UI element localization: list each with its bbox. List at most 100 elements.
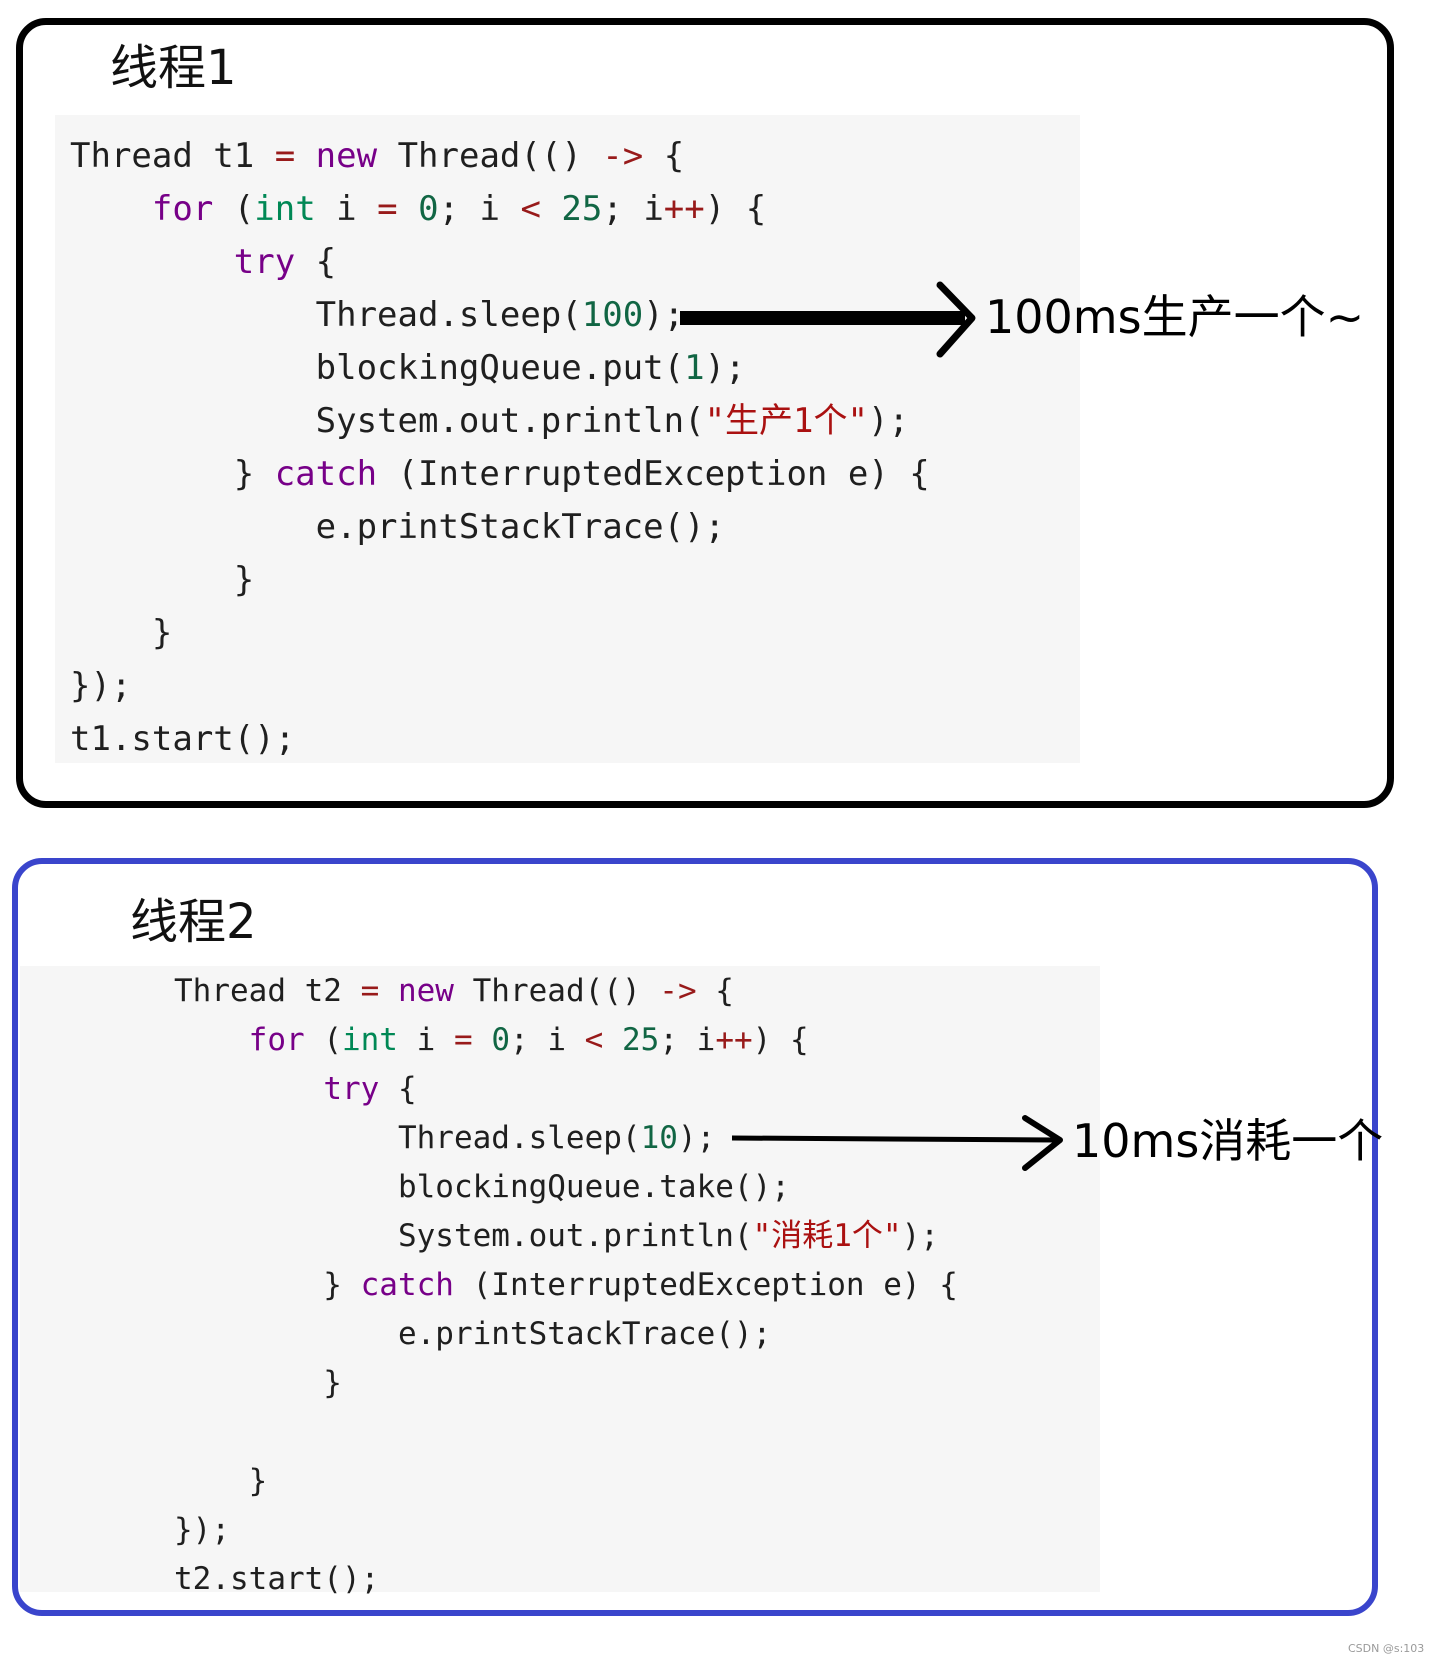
code-line: }); <box>174 1506 958 1555</box>
code-line: for (int i = 0; i < 25; i++) { <box>174 1016 958 1065</box>
code-line: e.printStackTrace(); <box>174 1310 958 1359</box>
thread2-code-background <box>20 966 1100 1592</box>
code-token: = <box>377 189 398 229</box>
code-token: { <box>696 973 734 1009</box>
code-line: } <box>70 607 930 660</box>
code-line: } <box>174 1457 958 1506</box>
code-token: { <box>643 136 685 176</box>
code-token: Thread(() <box>377 136 603 176</box>
code-token: = <box>453 1022 473 1058</box>
code-token: ( <box>304 1022 342 1058</box>
thread1-code-background <box>55 115 1080 763</box>
code-line: Thread t1 = new Thread(() -> { <box>70 130 930 183</box>
code-line: e.printStackTrace(); <box>70 501 930 554</box>
thread1-arrow-icon <box>680 281 976 358</box>
code-token: "生产1个" <box>704 401 868 441</box>
code-token: System.out.println( <box>174 1218 753 1254</box>
code-token: ; i <box>602 189 664 229</box>
thread1-annotation: 100ms生产一个~ <box>985 290 1365 344</box>
code-token: System.out.println( <box>70 401 705 441</box>
code-token: } <box>174 1463 268 1499</box>
code-token: 1 <box>684 348 705 388</box>
code-token: < <box>584 1022 604 1058</box>
code-token: = <box>274 136 296 176</box>
code-token: t2.start(); <box>174 1561 380 1597</box>
code-token: Thread.sleep( <box>70 295 582 335</box>
code-token: e.printStackTrace(); <box>70 507 726 547</box>
code-line: t2.start(); <box>174 1555 958 1604</box>
code-token: ); <box>867 401 909 441</box>
code-token: try <box>323 1071 380 1107</box>
code-token: < <box>520 189 541 229</box>
code-token: Thread(() <box>453 973 660 1009</box>
code-token: ) { <box>704 189 767 229</box>
code-token: -> <box>602 136 644 176</box>
code-token: catch <box>274 454 378 494</box>
code-token: ; i <box>510 1022 585 1058</box>
code-token: blockingQueue.put( <box>70 348 685 388</box>
code-token: } <box>174 1365 342 1401</box>
code-token: new <box>397 973 454 1009</box>
code-line: System.out.println("消耗1个"); <box>174 1212 958 1261</box>
code-token: (InterruptedException e) { <box>377 454 930 494</box>
code-token: int <box>254 189 316 229</box>
thread1-title: 线程1 <box>110 40 237 96</box>
code-token: i <box>397 1022 454 1058</box>
code-token: 10 <box>640 1120 678 1156</box>
thread1-frame <box>16 18 1394 808</box>
code-token: } <box>70 560 255 600</box>
code-token: new <box>315 136 378 176</box>
code-token: Thread.sleep( <box>174 1120 641 1156</box>
code-token: "消耗1个" <box>752 1218 902 1254</box>
thread1-code-block: Thread t1 = new Thread(() -> { for (int … <box>70 130 930 766</box>
thread2-annotation: 10ms消耗一个 <box>1072 1114 1384 1168</box>
code-token: }); <box>70 666 132 706</box>
thread2-title: 线程2 <box>130 894 257 950</box>
code-token: ; i <box>659 1022 716 1058</box>
code-token: 100 <box>581 295 644 335</box>
code-token: for <box>151 189 214 229</box>
code-token: e.printStackTrace(); <box>174 1316 772 1352</box>
code-line: t1.start(); <box>70 713 930 766</box>
code-line: try { <box>174 1065 958 1114</box>
code-token: (InterruptedException e) { <box>453 1267 958 1303</box>
code-token: } <box>70 454 275 494</box>
code-line: Thread.sleep(10); <box>174 1114 958 1163</box>
code-token: Thread t1 <box>70 136 275 176</box>
code-token: ); <box>643 295 685 335</box>
code-token: for <box>248 1022 305 1058</box>
code-token: = <box>360 973 380 1009</box>
code-token: } <box>174 1267 361 1303</box>
code-token: ); <box>704 348 746 388</box>
code-token: { <box>295 242 337 282</box>
code-line: blockingQueue.take(); <box>174 1163 958 1212</box>
code-token: }); <box>174 1512 230 1548</box>
code-token: ++ <box>663 189 705 229</box>
code-token: ) { <box>752 1022 809 1058</box>
code-token: blockingQueue.take(); <box>174 1169 790 1205</box>
code-line: } catch (InterruptedException e) { <box>174 1261 958 1310</box>
code-token: ; i <box>438 189 521 229</box>
code-token: ); <box>901 1218 939 1254</box>
code-token: int <box>341 1022 398 1058</box>
code-line: Thread.sleep(100); <box>70 289 930 342</box>
code-token: try <box>233 242 296 282</box>
code-line: for (int i = 0; i < 25; i++) { <box>70 183 930 236</box>
code-token: ++ <box>715 1022 753 1058</box>
code-line: } catch (InterruptedException e) { <box>70 448 930 501</box>
code-token: 25 <box>561 189 603 229</box>
code-token: i <box>315 189 378 229</box>
code-token: 0 <box>418 189 439 229</box>
code-token: { <box>379 1071 417 1107</box>
thread2-code-block: Thread t2 = new Thread(() -> { for (int … <box>174 967 958 1604</box>
thread2-arrow-icon <box>731 1115 1063 1171</box>
code-token: 0 <box>491 1022 510 1058</box>
code-line: } <box>70 554 930 607</box>
code-line: Thread t2 = new Thread(() -> { <box>174 967 958 1016</box>
code-line: }); <box>70 660 930 713</box>
code-token: Thread t2 <box>174 973 361 1009</box>
watermark: CSDN @s:103 <box>1348 1642 1425 1655</box>
code-token: -> <box>659 973 697 1009</box>
code-token: t1.start(); <box>70 719 296 759</box>
